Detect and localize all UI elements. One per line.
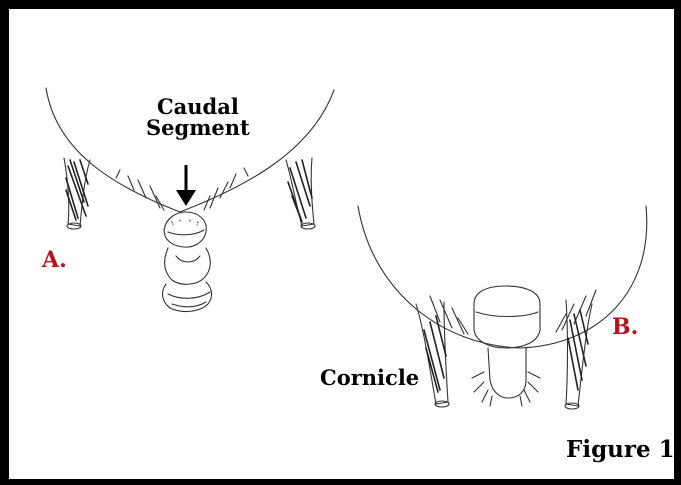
caudal-segment-label: Caudal Segment xyxy=(146,96,250,138)
cornicle-right-b xyxy=(565,300,592,409)
figure-caption: Figure 1 xyxy=(566,438,675,461)
anal-plate-a xyxy=(165,248,211,284)
cornicle-right-a xyxy=(286,158,315,229)
abdomen-outline-b xyxy=(358,206,647,348)
panel-a-label: A. xyxy=(42,249,67,271)
caudal-label-line2: Segment xyxy=(146,117,250,138)
hairs-a xyxy=(116,168,248,210)
arrow-down-icon xyxy=(176,165,196,206)
cornicle-label: Cornicle xyxy=(320,367,419,388)
panel-b-label: B. xyxy=(612,316,638,338)
cauda-a xyxy=(164,212,206,247)
cornicle-left-b xyxy=(416,302,449,407)
cornicle-left-a xyxy=(64,158,90,229)
anal-plate-b xyxy=(488,348,526,398)
caudal-label-line1: Caudal xyxy=(146,96,250,117)
